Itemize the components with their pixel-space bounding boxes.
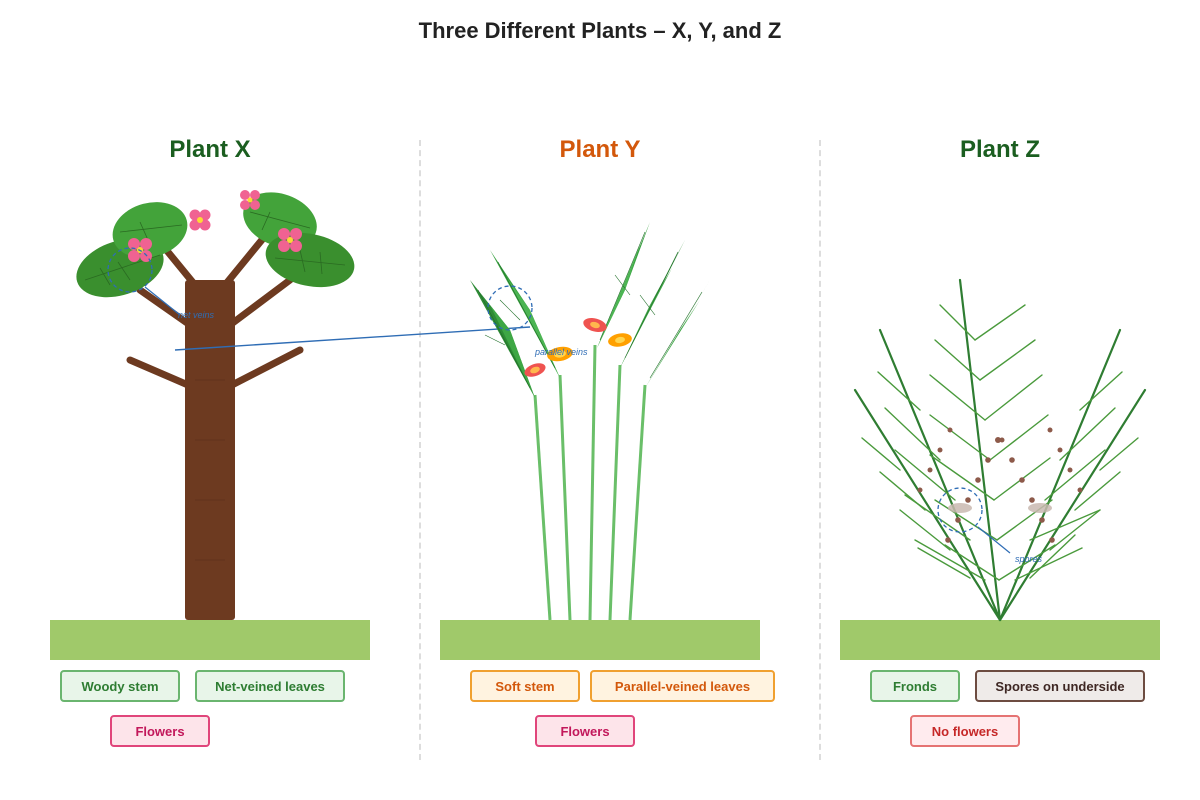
- plant-x-bark-lines: [195, 379, 225, 561]
- plant-z-spore-cluster-left: [948, 503, 972, 513]
- plant-z-callout-circle: [937, 487, 983, 533]
- plant-x-flowers: [128, 190, 302, 262]
- plant-y-tag-soft-stem: Soft stem: [470, 670, 580, 702]
- plant-x-callout-line: [144, 286, 181, 316]
- plant-x-ground: [50, 620, 370, 660]
- plant-y-plant: parallel veins: [470, 222, 710, 621]
- plant-y-tag-parallel-veined-leaves: Parallel-veined leaves: [590, 670, 775, 702]
- plant-z-fern: spores: [853, 278, 1147, 622]
- plant-z-ground: [840, 620, 1160, 660]
- plant-x-callout-circle: [107, 247, 153, 293]
- plant-z-tag-fronds: Fronds: [870, 670, 960, 702]
- plant-y-ground: [440, 620, 760, 660]
- plant-x-branches: [126, 226, 304, 389]
- plant-z-callout-line: [977, 526, 1011, 554]
- plant-y-leaf-veins: [477, 231, 703, 389]
- plant-z-tag-spores-on-underside: Spores on underside: [975, 670, 1145, 702]
- plant-x-tree: net veins: [76, 190, 355, 620]
- panel-divider-right: [819, 140, 821, 760]
- panel-divider-left: [419, 140, 421, 760]
- plant-y-leaves: [470, 222, 710, 398]
- plant-z-spore-cluster-right: [1028, 503, 1052, 513]
- plant-x-tag-net-veined-leaves: Net-veined leaves: [195, 670, 345, 702]
- plant-y-annotation: parallel veins: [534, 347, 588, 357]
- plant-z-title: Plant Z: [959, 136, 1040, 163]
- plant-z-tag-no-flowers: No flowers: [910, 715, 1020, 747]
- plant-y-title: Plant Y: [559, 136, 641, 163]
- plant-z-annotation: spores: [1015, 554, 1043, 564]
- plant-z-frond-stems: [853, 278, 1147, 622]
- cross-panel-connector-line: [174, 326, 531, 351]
- plant-z-leaflets: [861, 304, 1139, 581]
- plant-x-tag-woody-stem: Woody stem: [60, 670, 180, 702]
- plant-y-stems: [533, 344, 647, 621]
- plant-x-trunk: [185, 280, 235, 620]
- diagram-title: Three Different Plants – X, Y, and Z: [418, 18, 782, 43]
- plant-x-annotation: net veins: [178, 310, 215, 320]
- plant-y-tag-flowers: Flowers: [535, 715, 635, 747]
- plant-y-callout-circle: [487, 285, 533, 331]
- plant-x-tag-flowers: Flowers: [110, 715, 210, 747]
- plant-x-title: Plant X: [169, 136, 251, 163]
- plant-y-flowers: [524, 317, 632, 377]
- plant-z-spores: [917, 427, 1083, 543]
